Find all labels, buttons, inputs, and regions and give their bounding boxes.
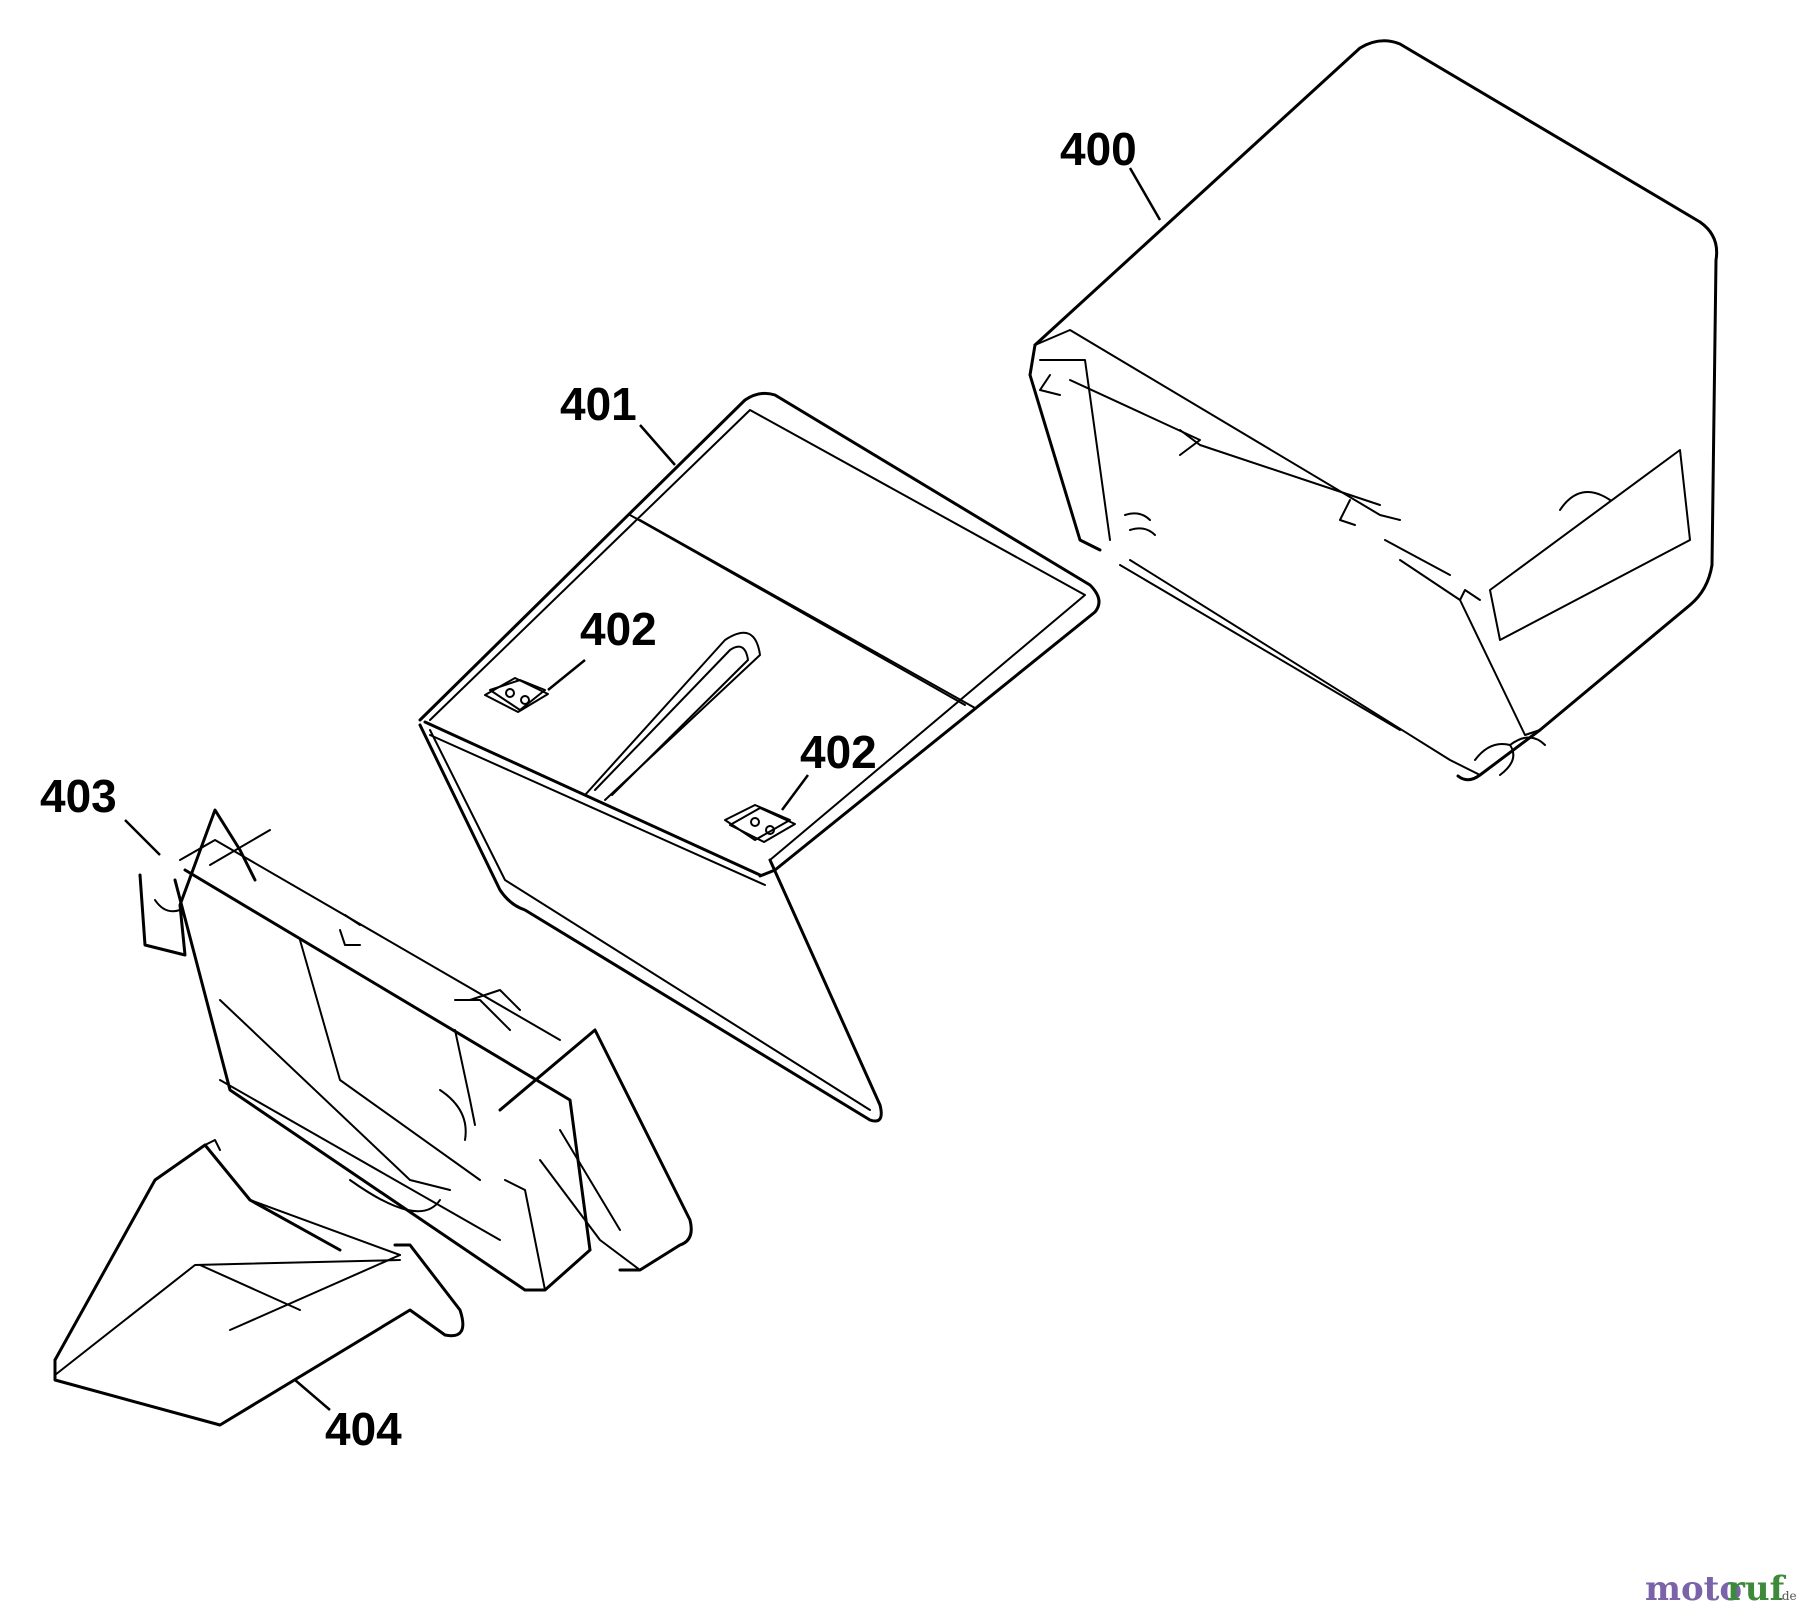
leader-402a [547, 659, 586, 691]
leader-401 [639, 424, 676, 466]
part-label-400: 400 [1060, 123, 1137, 175]
leader-404 [294, 1379, 331, 1411]
watermark-logo: moto ruf .de [1645, 1569, 1797, 1609]
watermark-part1: moto [1645, 1569, 1742, 1609]
part-402-clip-right [729, 807, 796, 843]
part-label-401: 401 [560, 378, 637, 430]
leader-402b [780, 774, 810, 811]
part-label-402b: 402 [800, 726, 877, 778]
part-label-403: 403 [40, 770, 117, 822]
part-label-404: 404 [325, 1403, 402, 1455]
part-400-catcher-cover [1028, 39, 1719, 782]
part-402-clip-left [484, 677, 549, 713]
part-403-rear-frame [138, 808, 693, 1292]
part-404-chute [53, 1139, 465, 1427]
part-label-402a: 402 [580, 603, 657, 655]
part-401-frame [418, 391, 1101, 1123]
leader-400 [1128, 167, 1162, 221]
leader-403 [124, 819, 161, 856]
watermark-suffix: .de [1778, 1589, 1797, 1603]
watermark-part2: ruf [1727, 1569, 1787, 1609]
